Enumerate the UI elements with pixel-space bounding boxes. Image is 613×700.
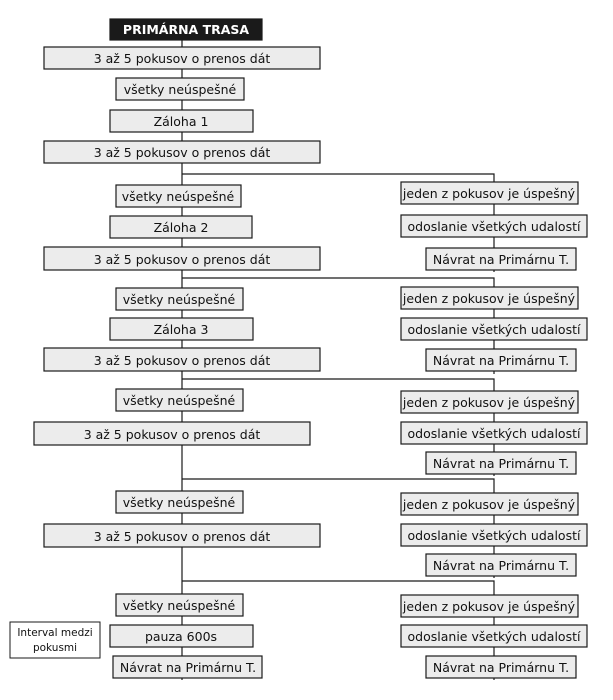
node-success-2: jeden z pokusov je úspešný — [400, 286, 579, 310]
svg-text:3 až 5 pokusov o prenos dát: 3 až 5 pokusov o prenos dát — [94, 145, 271, 160]
connector-branch-4 — [182, 478, 495, 490]
title-text: PRIMÁRNA TRASA — [123, 22, 249, 37]
node-all-failed-3: všetky neúspešné — [115, 388, 244, 412]
node-send-events-4: odoslanie všetkých udalostí — [400, 523, 588, 547]
interval-note-line2: pokusmi — [33, 642, 77, 654]
svg-text:Návrat na Primárnu T.: Návrat na Primárnu T. — [120, 660, 256, 675]
svg-text:odoslanie všetkých udalostí: odoslanie všetkých udalostí — [408, 528, 581, 543]
svg-text:Návrat na Primárnu T.: Návrat na Primárnu T. — [433, 558, 569, 573]
node-send-events-1: odoslanie všetkých udalostí — [400, 214, 588, 238]
svg-text:všetky neúspešné: všetky neúspešné — [123, 393, 236, 408]
svg-text:všetky neúspešné: všetky neúspešné — [124, 82, 237, 97]
connector-branch-2 — [182, 277, 495, 286]
svg-text:Návrat na Primárnu T.: Návrat na Primárnu T. — [433, 660, 569, 675]
svg-text:všetky neúspešné: všetky neúspešné — [123, 292, 236, 307]
title-node: PRIMÁRNA TRASA — [109, 18, 263, 41]
svg-text:Návrat na Primárnu T.: Návrat na Primárnu T. — [433, 252, 569, 267]
node-success-5: jeden z pokusov je úspešný — [400, 594, 579, 618]
node-attempts-1: 3 až 5 pokusov o prenos dát — [43, 140, 321, 164]
svg-text:3 až 5 pokusov o prenos dát: 3 až 5 pokusov o prenos dát — [94, 252, 271, 267]
node-all-failed-4: všetky neúspešné — [115, 490, 244, 514]
connector-branch-1 — [182, 173, 495, 182]
node-success-1: jeden z pokusov je úspešný — [400, 181, 579, 205]
node-pause: pauza 600s — [109, 624, 254, 648]
svg-text:všetky neúspešné: všetky neúspešné — [123, 495, 236, 510]
node-all-failed-2: všetky neúspešné — [115, 287, 244, 311]
svg-text:jeden z pokusov je úspešný: jeden z pokusov je úspešný — [402, 186, 576, 201]
svg-text:pauza 600s: pauza 600s — [145, 629, 217, 644]
svg-text:jeden z pokusov je úspešný: jeden z pokusov je úspešný — [402, 291, 576, 306]
svg-text:odoslanie všetkých udalostí: odoslanie všetkých udalostí — [408, 629, 581, 644]
connector-branch-3 — [182, 378, 495, 388]
svg-text:3 až 5 pokusov o prenos dát: 3 až 5 pokusov o prenos dát — [94, 51, 271, 66]
svg-text:Návrat na Primárnu T.: Návrat na Primárnu T. — [433, 456, 569, 471]
svg-text:všetky neúspešné: všetky neúspešné — [123, 598, 236, 613]
svg-text:3 až 5 pokusov o prenos dát: 3 až 5 pokusov o prenos dát — [94, 353, 271, 368]
node-attempts-4: 3 až 5 pokusov o prenos dát — [33, 421, 311, 446]
node-all-failed-5: všetky neúspešné — [115, 593, 244, 617]
node-send-events-3: odoslanie všetkých udalostí — [400, 421, 588, 445]
node-return-primary-left: Návrat na Primárnu T. — [112, 655, 263, 679]
node-return-primary-3: Návrat na Primárnu T. — [425, 451, 577, 475]
node-attempts-0: 3 až 5 pokusov o prenos dát — [43, 46, 321, 70]
node-success-3: jeden z pokusov je úspešný — [400, 390, 579, 414]
node-backup-2: Záloha 2 — [109, 215, 253, 239]
interval-note: Interval medzi pokusmi — [9, 621, 101, 659]
svg-text:3 až 5 pokusov o prenos dát: 3 až 5 pokusov o prenos dát — [94, 529, 271, 544]
svg-text:Záloha 2: Záloha 2 — [154, 220, 209, 235]
interval-note-line1: Interval medzi — [17, 627, 92, 639]
node-backup-1: Záloha 1 — [109, 109, 254, 133]
node-return-primary-2: Návrat na Primárnu T. — [425, 348, 577, 372]
svg-text:Záloha 1: Záloha 1 — [154, 114, 209, 129]
node-send-events-2: odoslanie všetkých udalostí — [400, 317, 588, 341]
svg-text:jeden z pokusov je úspešný: jeden z pokusov je úspešný — [402, 497, 576, 512]
svg-text:jeden z pokusov je úspešný: jeden z pokusov je úspešný — [402, 395, 576, 410]
node-return-primary-5: Návrat na Primárnu T. — [425, 655, 577, 679]
svg-text:všetky neúspešné: všetky neúspešné — [122, 189, 235, 204]
node-return-primary-4: Návrat na Primárnu T. — [425, 553, 577, 577]
node-backup-3: Záloha 3 — [109, 317, 254, 341]
node-send-events-5: odoslanie všetkých udalostí — [400, 624, 588, 648]
svg-text:odoslanie všetkých udalostí: odoslanie všetkých udalostí — [408, 426, 581, 441]
connector-branch-5 — [182, 580, 495, 593]
svg-text:Záloha 3: Záloha 3 — [154, 322, 209, 337]
node-attempts-3: 3 až 5 pokusov o prenos dát — [43, 347, 321, 372]
svg-text:odoslanie všetkých udalostí: odoslanie všetkých udalostí — [408, 219, 581, 234]
node-all-failed-1: všetky neúspešné — [115, 184, 242, 208]
svg-text:odoslanie všetkých udalostí: odoslanie všetkých udalostí — [408, 322, 581, 337]
node-return-primary-1: Návrat na Primárnu T. — [425, 247, 577, 271]
node-attempts-2: 3 až 5 pokusov o prenos dát — [43, 246, 321, 271]
svg-text:jeden z pokusov je úspešný: jeden z pokusov je úspešný — [402, 599, 576, 614]
node-all-failed-0: všetky neúspešné — [115, 77, 245, 101]
node-attempts-5: 3 až 5 pokusov o prenos dát — [43, 523, 321, 548]
svg-text:Návrat na Primárnu T.: Návrat na Primárnu T. — [433, 353, 569, 368]
svg-text:3 až 5 pokusov o prenos dát: 3 až 5 pokusov o prenos dát — [84, 427, 261, 442]
node-success-4: jeden z pokusov je úspešný — [400, 492, 579, 516]
